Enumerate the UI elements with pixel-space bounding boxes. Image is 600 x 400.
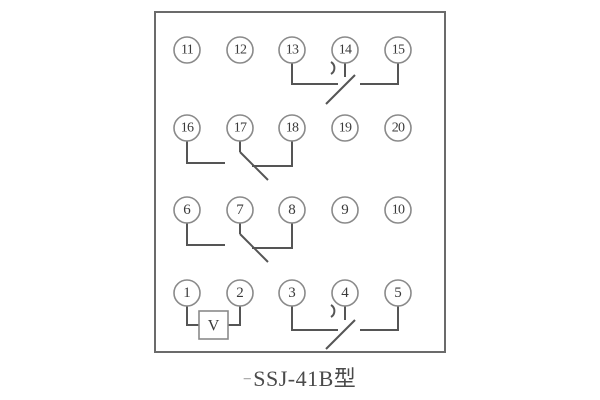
- terminal-label: 14: [339, 43, 352, 58]
- row-second: 16 17 18 19 20: [173, 114, 412, 181]
- terminal-4[interactable]: 4: [331, 279, 359, 307]
- terminal-13[interactable]: 13: [278, 36, 306, 64]
- terminal-label: 19: [339, 121, 352, 136]
- terminal-circle: [173, 36, 201, 64]
- voltage-coil-box: [198, 310, 229, 340]
- terminal-circle: [173, 114, 201, 142]
- terminal-7[interactable]: 7: [226, 196, 254, 224]
- contact-arm-4: [325, 319, 356, 350]
- changeover-contact-3-4-5: [291, 304, 399, 350]
- terminal-circle: [226, 114, 254, 142]
- terminal-label: 11: [181, 43, 194, 58]
- terminal-circle: [278, 196, 306, 224]
- terminal-circle: [384, 279, 412, 307]
- terminal-circle: [331, 114, 359, 142]
- terminal-16[interactable]: 16: [173, 114, 201, 142]
- contact-16-17-18: [186, 141, 293, 181]
- terminal-3[interactable]: 3: [278, 279, 306, 307]
- wire-terminal-3: [291, 306, 338, 331]
- terminal-17[interactable]: 17: [226, 114, 254, 142]
- terminal-circle: [331, 196, 359, 224]
- terminal-label: 8: [288, 202, 296, 218]
- terminal-circle: [278, 114, 306, 142]
- wire-terminal-13: [291, 63, 338, 85]
- diagram-caption: –SSJ-41B型: [0, 361, 600, 393]
- terminal-label: 4: [341, 285, 349, 301]
- terminal-14[interactable]: 14: [331, 36, 359, 64]
- terminal-circle: [278, 279, 306, 307]
- terminal-6[interactable]: 6: [173, 196, 201, 224]
- contact-arm-14: [325, 74, 356, 105]
- terminal-circle: [173, 196, 201, 224]
- terminal-11[interactable]: 11: [173, 36, 201, 64]
- terminal-label: 15: [392, 43, 405, 58]
- caption-prefix-mark: –: [243, 371, 252, 386]
- row-bottom: V 1 2 3 4: [173, 279, 412, 350]
- terminal-circle: [226, 36, 254, 64]
- wire-terminal-2: [228, 306, 241, 326]
- terminal-label: 20: [392, 121, 405, 136]
- wire-terminal-18: [252, 141, 293, 167]
- terminal-8[interactable]: 8: [278, 196, 306, 224]
- contact-arc-4: [330, 304, 336, 318]
- terminal-circle: [331, 36, 359, 64]
- row-third: 6 7 8 9 10: [173, 196, 412, 263]
- terminal-circle: [278, 36, 306, 64]
- voltage-coil-circuit-1-2: V: [186, 306, 241, 340]
- wire-terminal-16: [186, 141, 225, 164]
- terminal-circle: [226, 196, 254, 224]
- terminal-2[interactable]: 2: [226, 279, 254, 307]
- terminal-circle: [331, 279, 359, 307]
- terminal-label: 3: [288, 285, 296, 301]
- terminal-12[interactable]: 12: [226, 36, 254, 64]
- terminal-label: 17: [234, 121, 247, 136]
- enclosure-frame: [154, 11, 446, 353]
- voltage-coil-label: V: [208, 318, 220, 335]
- terminal-label: 7: [236, 202, 244, 218]
- terminal-label: 13: [286, 43, 299, 58]
- terminal-20[interactable]: 20: [384, 114, 412, 142]
- terminal-label: 16: [181, 121, 194, 136]
- terminal-5[interactable]: 5: [384, 279, 412, 307]
- contact-6-7-8: [186, 223, 293, 263]
- terminal-15[interactable]: 15: [384, 36, 412, 64]
- terminal-10[interactable]: 10: [384, 196, 412, 224]
- wire-terminal-1: [186, 306, 199, 326]
- wire-terminal-15: [360, 63, 399, 85]
- changeover-contact-13-14-15: [291, 61, 399, 105]
- wire-terminal-8: [252, 223, 293, 249]
- terminal-circle: [226, 279, 254, 307]
- terminal-label: 10: [392, 203, 405, 218]
- row-top: 11 12 13 14 15: [173, 36, 412, 105]
- terminal-circle: [384, 114, 412, 142]
- terminal-circle: [173, 279, 201, 307]
- wire-terminal-6: [186, 223, 225, 246]
- terminal-18[interactable]: 18: [278, 114, 306, 142]
- wire-terminal-5: [360, 306, 399, 331]
- terminal-label: 5: [394, 285, 402, 301]
- terminal-circle: [384, 196, 412, 224]
- terminal-9[interactable]: 9: [331, 196, 359, 224]
- terminal-19[interactable]: 19: [331, 114, 359, 142]
- terminal-label: 12: [234, 43, 247, 58]
- terminal-1[interactable]: 1: [173, 279, 201, 307]
- caption-text: SSJ-41B型: [253, 366, 357, 391]
- terminal-label: 18: [286, 121, 299, 136]
- terminal-circle: [384, 36, 412, 64]
- terminal-label: 1: [183, 285, 191, 301]
- terminal-label: 9: [341, 202, 349, 218]
- contact-arc-14: [330, 61, 336, 75]
- terminal-label: 6: [183, 202, 191, 218]
- terminal-label: 2: [236, 285, 244, 301]
